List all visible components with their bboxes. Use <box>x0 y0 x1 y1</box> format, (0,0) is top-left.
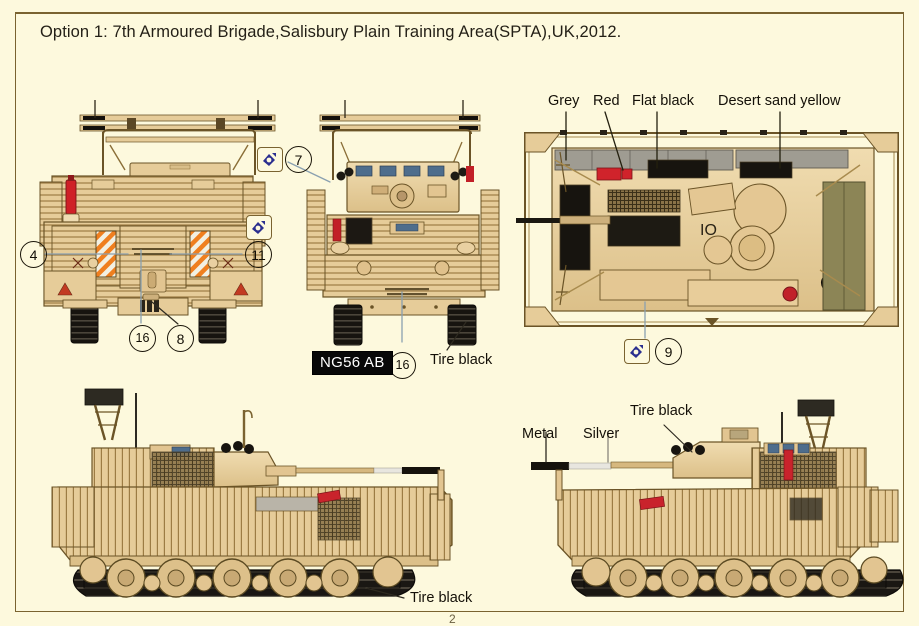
label-red: Red <box>593 93 620 109</box>
svg-text:IO: IO <box>700 222 717 239</box>
top-view-art: IO <box>516 130 899 327</box>
label-tire-black-left: Tire black <box>410 590 473 606</box>
label-flat-black: Flat black <box>632 93 695 109</box>
label-desert-sand-yellow: Desert sand yellow <box>718 93 841 109</box>
label-grey: Grey <box>548 93 580 109</box>
callout-16-rear[interactable]: 16 <box>129 325 156 352</box>
front-view-art <box>306 100 500 346</box>
paint-can-glyph <box>252 221 265 234</box>
callout-7[interactable]: 7 <box>285 146 312 173</box>
paint-can-icon-top[interactable] <box>624 339 650 364</box>
label-metal: Metal <box>522 426 558 442</box>
registration-plate: NG56 AB <box>312 351 393 375</box>
paint-can-icon-front[interactable] <box>257 147 283 172</box>
callout-11[interactable]: 11 <box>245 241 272 268</box>
page-title: Option 1: 7th Armoured Brigade,Salisbury… <box>40 23 622 41</box>
paint-can-icon-rear[interactable] <box>246 215 272 240</box>
paint-can-glyph <box>263 153 276 166</box>
leader-lines <box>44 111 781 599</box>
right-side-view-art <box>531 399 904 598</box>
label-tire-black-right: Tire black <box>630 403 693 419</box>
callout-8[interactable]: 8 <box>167 325 194 352</box>
sheet-frame-top <box>15 12 904 14</box>
paint-can-glyph <box>630 345 643 358</box>
page-number: 2 <box>449 612 456 626</box>
callout-9[interactable]: 9 <box>655 338 682 365</box>
label-tire-black-front: Tire black <box>430 352 493 368</box>
left-side-view-art <box>51 388 453 598</box>
callout-4[interactable]: 4 <box>20 241 47 268</box>
callout-16-front[interactable]: 16 <box>389 352 416 379</box>
label-silver: Silver <box>583 426 620 442</box>
rear-view-art <box>39 100 276 344</box>
